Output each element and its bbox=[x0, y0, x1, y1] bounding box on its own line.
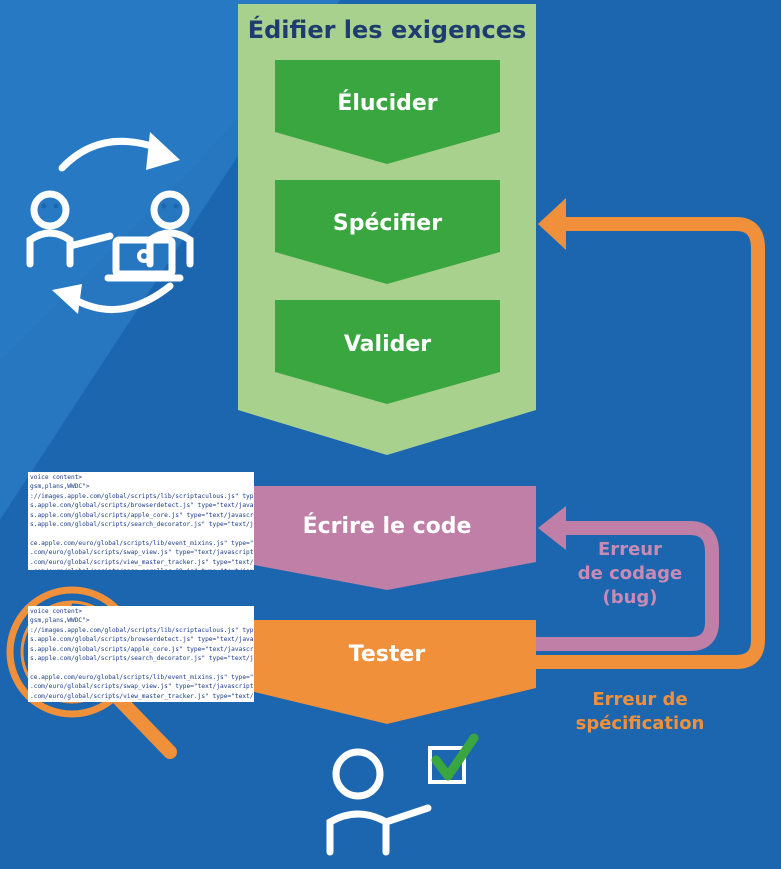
code-line: s.apple.com/global/scripts/apple_core.js… bbox=[30, 511, 254, 519]
coding-error-arrowhead bbox=[538, 506, 566, 550]
code-line: .com/euro/global/scripts/page_scroller_0… bbox=[30, 567, 254, 570]
step-elucider-shape bbox=[275, 60, 500, 164]
requirements-title: Édifier les exigences bbox=[247, 16, 527, 44]
checkmark-icon bbox=[431, 733, 479, 781]
code-line: .com/euro/global/scripts/page_scroller_0… bbox=[30, 701, 252, 702]
step-specifier-label: Spécifier bbox=[332, 211, 443, 236]
code-screenshot-test: voice content> gsm,plans,WWDC">://images.… bbox=[28, 606, 254, 702]
step-test-shape bbox=[238, 620, 536, 724]
spec-error-line1: Erreur de bbox=[592, 689, 688, 710]
code-line: .com/euro/global/scripts/swap_view.js" t… bbox=[30, 683, 254, 691]
code-line: s.apple.com/global/scripts/browserdetect… bbox=[30, 636, 254, 644]
step-valider-label: Valider bbox=[343, 332, 432, 357]
code-line: .com/euro/global/scripts/swap_view.js" t… bbox=[30, 549, 254, 557]
step-code-shape bbox=[238, 486, 536, 590]
coding-error-line1: Erreur bbox=[598, 539, 662, 560]
spec-error-label: Erreur de spécification bbox=[560, 688, 720, 736]
step-ecrire-label: Écrire le code bbox=[302, 514, 472, 539]
coding-error-arrow bbox=[536, 521, 719, 651]
code-line: s.apple.com/global/scripts/search_decora… bbox=[30, 655, 254, 663]
spec-error-line2: spécification bbox=[575, 713, 705, 734]
code-line bbox=[30, 663, 252, 672]
code-line: voice content> bbox=[30, 474, 83, 481]
code-line: ://images.apple.com/global/scripts/lib/s… bbox=[30, 626, 254, 634]
code-line: .com/euro/global/scripts/view_master_tra… bbox=[30, 558, 254, 566]
code-line: gsm,plans,WWDC"> bbox=[30, 483, 90, 491]
code-screenshot-write: voice content> gsm,plans,WWDC">://images.… bbox=[28, 472, 254, 570]
coding-error-label: Erreur de codage (bug) bbox=[574, 538, 686, 610]
code-line: .com/euro/global/scripts/view_master_tra… bbox=[30, 692, 254, 700]
collaboration-icon bbox=[26, 132, 194, 314]
code-line: ce.apple.com/euro/global/scripts/lib/eve… bbox=[30, 673, 254, 681]
code-line: gsm,plans,WWDC"> bbox=[30, 617, 90, 625]
step-elucider-label: Élucider bbox=[337, 91, 438, 116]
code-line: ://images.apple.com/global/scripts/lib/s… bbox=[30, 492, 254, 500]
step-tester-label: Tester bbox=[348, 642, 426, 667]
step-specifier-shape bbox=[275, 180, 500, 284]
code-line: s.apple.com/global/scripts/search_decora… bbox=[30, 521, 254, 529]
coding-error-line3: (bug) bbox=[602, 587, 658, 608]
code-line: voice content> bbox=[30, 608, 83, 615]
code-line: s.apple.com/global/scripts/apple_core.js… bbox=[30, 645, 254, 653]
spec-error-arrowhead bbox=[538, 198, 566, 250]
code-line: s.apple.com/global/scripts/browserdetect… bbox=[30, 502, 254, 510]
step-valider-shape bbox=[275, 300, 500, 404]
coding-error-line2: de codage bbox=[577, 563, 683, 584]
tester-icon bbox=[326, 746, 466, 856]
code-line bbox=[30, 529, 252, 538]
spec-error-arrow bbox=[536, 217, 765, 669]
code-line: ce.apple.com/euro/global/scripts/lib/eve… bbox=[30, 539, 254, 547]
